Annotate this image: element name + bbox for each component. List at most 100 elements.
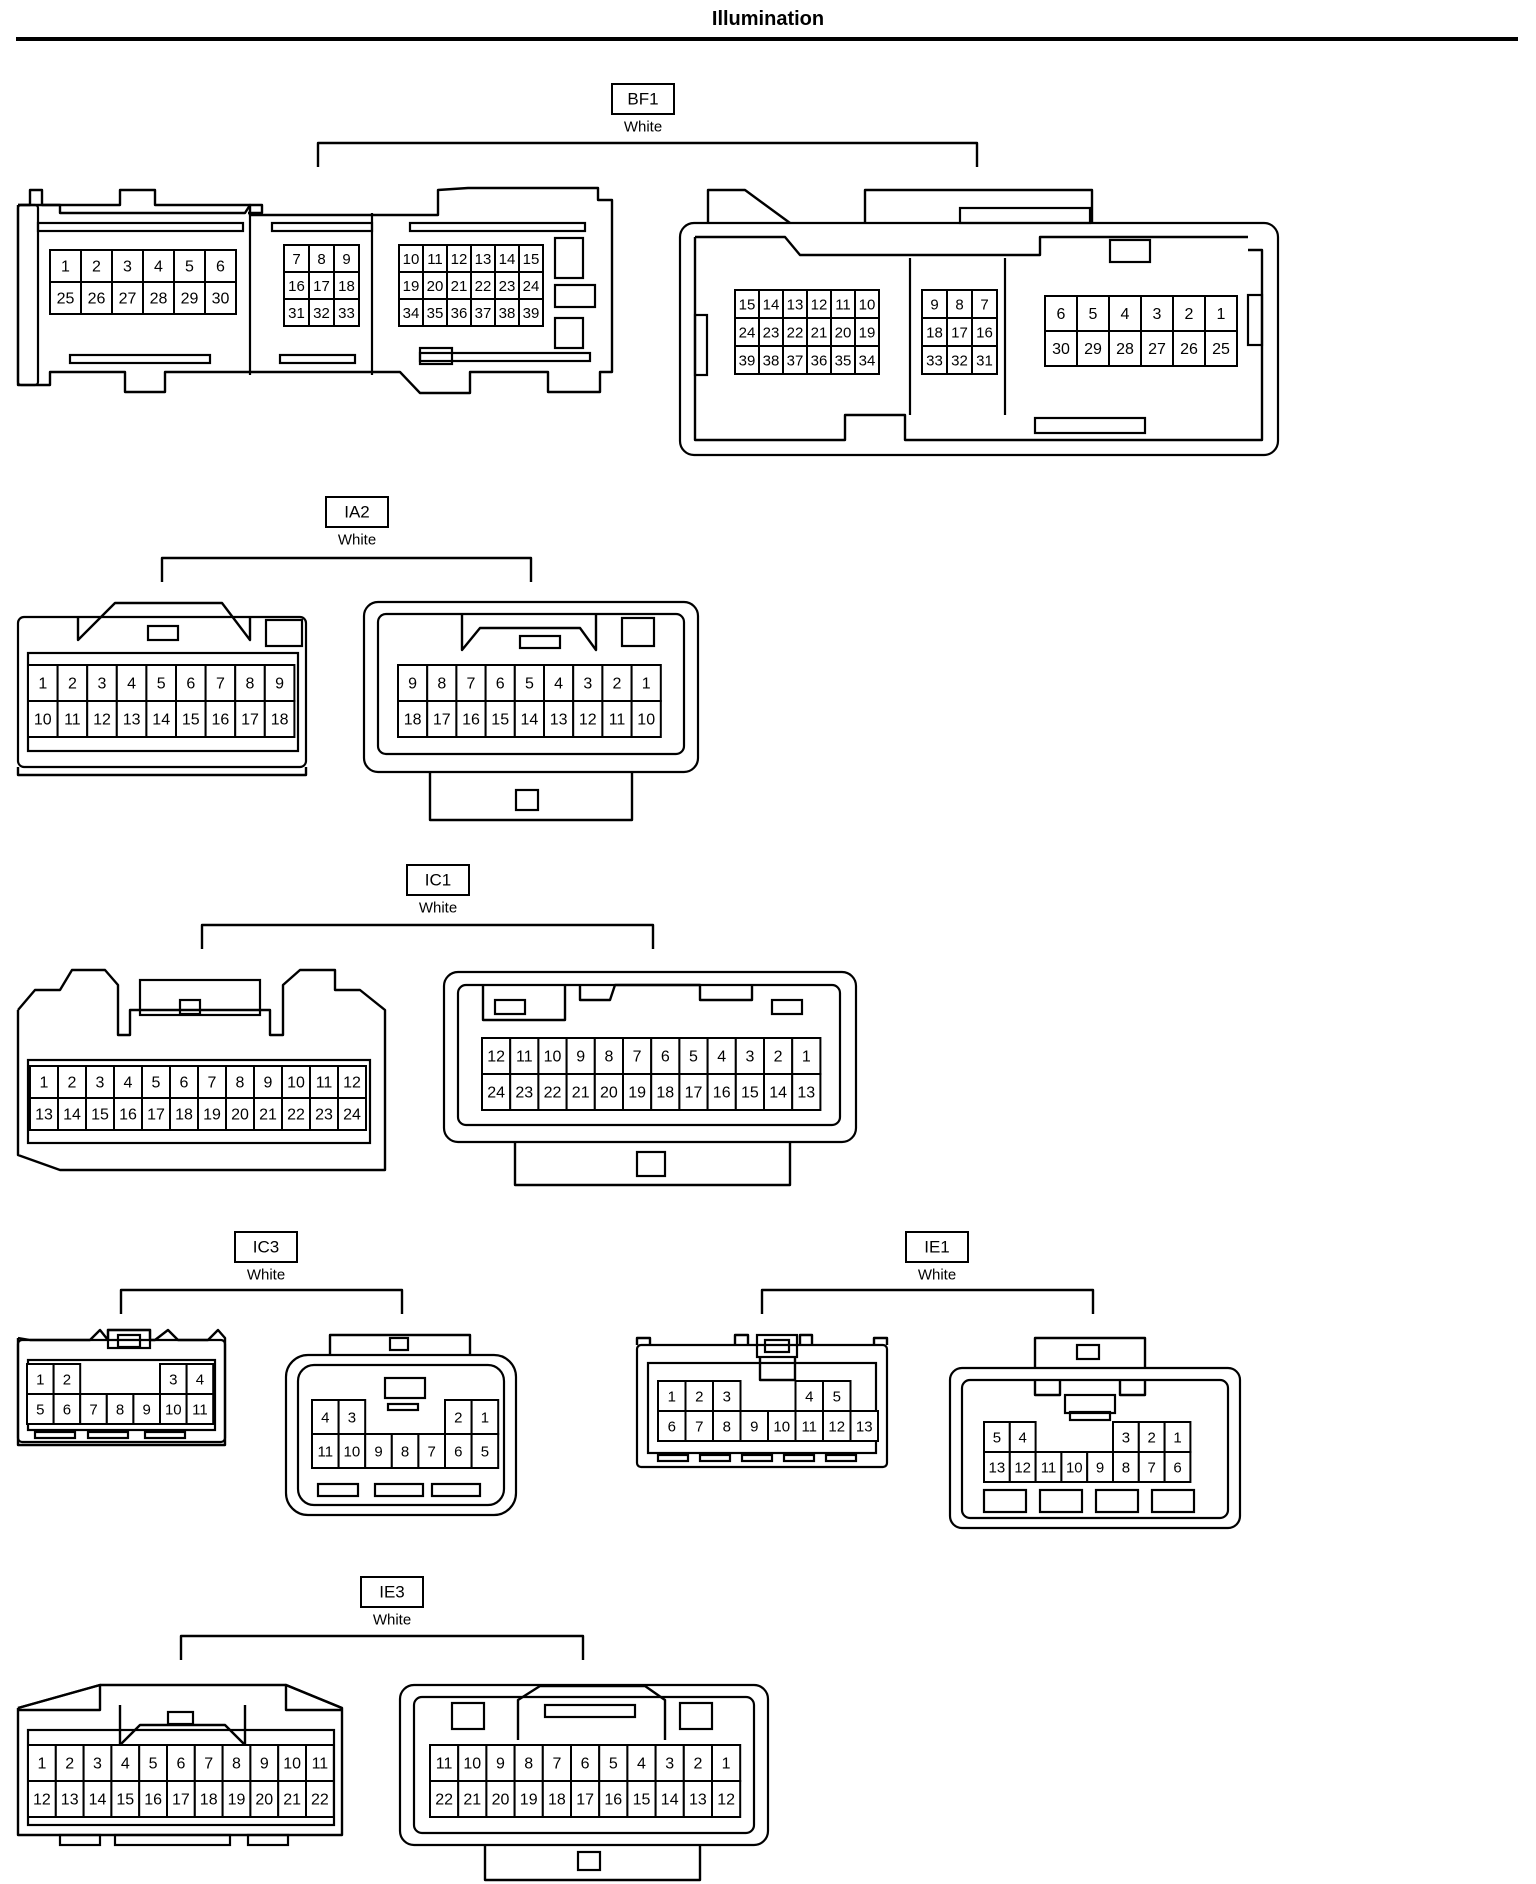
terminal-cell (175, 700, 207, 738)
terminal-number: 12 (487, 1049, 505, 1066)
terminal-number: 15 (741, 1085, 759, 1102)
terminal-cell (1076, 295, 1110, 332)
housing-body (16, 203, 40, 387)
terminal-cell (26, 1393, 55, 1425)
terminal-number: 10 (165, 1402, 182, 1419)
terminal-number: 26 (88, 291, 106, 308)
rib-bottom (430, 1482, 482, 1498)
terminal-number: 5 (36, 1402, 44, 1419)
housing-outline (635, 1336, 652, 1345)
rib-top (36, 221, 245, 233)
rib-bottom (740, 1453, 774, 1463)
terminal-number: 2 (693, 1756, 702, 1773)
connector-id: IE3 (379, 1583, 405, 1602)
terminal-number: 6 (1173, 1460, 1181, 1477)
terminal-number: 6 (180, 1075, 189, 1092)
connector-id-box (905, 1231, 969, 1263)
terminal-cell (142, 281, 175, 315)
terminal-cell (115, 664, 148, 702)
terminal-cell (481, 1037, 512, 1075)
terminal-number: 18 (548, 1792, 566, 1809)
terminal-number: 14 (499, 251, 516, 268)
latch-slot (758, 1357, 797, 1382)
terminal-number: 16 (212, 712, 230, 729)
latch-window (166, 1710, 195, 1726)
terminal-number: 15 (91, 1107, 109, 1124)
terminal-cell (281, 1065, 311, 1099)
terminal-cell (444, 1399, 473, 1435)
terminal-cell (185, 1363, 215, 1395)
terminal-number: 9 (408, 676, 417, 693)
rib-bottom (1150, 1488, 1196, 1514)
terminal-number: 5 (833, 1389, 841, 1406)
terminal-cell (333, 271, 360, 300)
terminal-number: 17 (951, 325, 968, 342)
terminal-number: 10 (773, 1419, 790, 1436)
terminal-cell (166, 1780, 196, 1818)
rib-bottom (58, 1833, 102, 1847)
terminal-number: 12 (811, 297, 828, 314)
terminal-number: 3 (723, 1389, 731, 1406)
terminal-number: 28 (150, 291, 168, 308)
latch-slot (1118, 1380, 1147, 1397)
terminal-number: 13 (61, 1792, 79, 1809)
terminal-number: 20 (427, 278, 444, 295)
terminal-cell (682, 1744, 713, 1782)
terminal-number: 30 (212, 291, 230, 308)
terminal-number: 5 (481, 1444, 489, 1461)
terminal-number: 14 (769, 1085, 787, 1102)
rib-bottom (656, 1453, 690, 1463)
terminal-number: 39 (523, 305, 540, 322)
terminal-number: 2 (65, 1756, 74, 1773)
terminal-number: 12 (717, 1792, 735, 1809)
terminal-number: 15 (182, 712, 200, 729)
housing-outline (481, 985, 567, 1022)
housing-outline (428, 772, 634, 822)
terminal-number: 5 (185, 259, 194, 276)
terminal-number: 2 (695, 1389, 703, 1406)
terminal-number: 15 (523, 251, 540, 268)
terminal-number: 33 (926, 353, 943, 370)
terminal-number: 19 (203, 1107, 221, 1124)
rib-bottom (86, 1430, 130, 1440)
rib-bottom (68, 353, 212, 365)
terminal-number: 9 (496, 1756, 505, 1773)
housing-outline (516, 1684, 667, 1740)
terminal-number: 1 (38, 676, 47, 693)
terminal-number: 1 (36, 1372, 44, 1389)
terminal-cell (390, 1433, 420, 1469)
terminal-cell (115, 700, 148, 738)
terminal-number: 6 (668, 1419, 676, 1436)
terminal-number: 1 (37, 1756, 46, 1773)
terminal-number: 2 (68, 676, 77, 693)
latch-window (620, 616, 656, 648)
terminal-cell (630, 664, 662, 702)
terminal-number: 22 (287, 1107, 305, 1124)
connector-bracket (119, 1288, 404, 1314)
terminal-number: 11 (835, 297, 851, 314)
terminal-number: 5 (609, 1756, 618, 1773)
terminal-number: 23 (499, 278, 516, 295)
terminal-number: 1 (722, 1756, 731, 1773)
terminal-number: 39 (739, 353, 756, 370)
terminal-number: 31 (976, 353, 993, 370)
terminal-cell (494, 298, 520, 327)
terminal-cell (57, 1097, 87, 1131)
connector-color: White (338, 532, 376, 549)
side-rib (693, 313, 709, 377)
terminal-number: 13 (787, 297, 804, 314)
terminal-number: 14 (152, 712, 170, 729)
terminal-number: 9 (1096, 1460, 1104, 1477)
terminal-number: 7 (89, 1402, 97, 1419)
terminal-cell (1140, 295, 1174, 332)
terminal-number: 13 (856, 1419, 873, 1436)
terminal-cell (145, 664, 177, 702)
